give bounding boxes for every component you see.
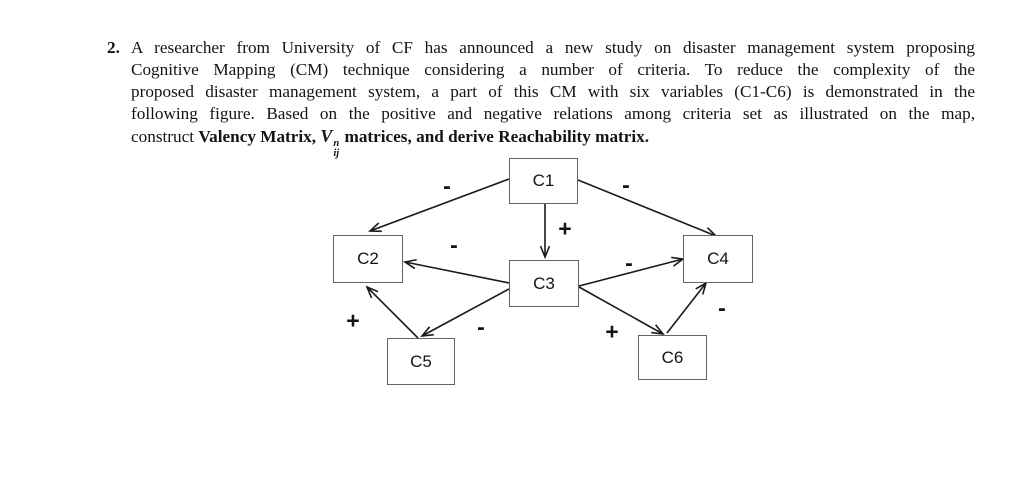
cognitive-map-figure: C1 C2 C3 C4 C5 C6 - - + - - + - + - (325, 152, 770, 398)
node-c6-label: C6 (661, 347, 684, 367)
node-c2-label: C2 (357, 249, 379, 268)
v-matrix-symbol: V (320, 126, 333, 146)
edge-sign-c3-c5: - (477, 313, 485, 340)
node-c4-label: C4 (707, 249, 729, 268)
edge-c3-c4 (578, 256, 686, 287)
edge-c3-c5 (420, 288, 510, 338)
problem-line-1: A researcher from University of CF has a… (131, 38, 975, 57)
edge-c1-c2 (368, 178, 510, 233)
node-c6: C6 (638, 335, 707, 380)
node-c3-label: C3 (533, 273, 555, 293)
problem-statement: 2. A researcher from University of CF ha… (107, 37, 975, 158)
node-c2: C2 (333, 235, 403, 283)
edge-sign-c3-c4: - (625, 249, 633, 276)
node-c5: C5 (387, 338, 455, 385)
edge-sign-c6-c4: - (718, 294, 726, 321)
node-c1-label: C1 (532, 171, 555, 190)
v-matrix-superscript: n (333, 138, 340, 149)
edge-c3-c2 (402, 258, 510, 284)
edge-sign-c3-c2: - (450, 231, 458, 258)
edge-sign-c1-c2: - (443, 172, 451, 199)
problem-text: A researcher from University of CF has a… (131, 37, 975, 158)
valency-matrix-text: Valency Matrix, (198, 127, 321, 146)
edge-c6-c4 (666, 281, 708, 334)
edge-sign-c1-c4: - (622, 171, 630, 198)
problem-number: 2. (107, 38, 120, 57)
problem-line-4: following figure. Based on the positive … (131, 104, 975, 123)
edge-sign-c5-c2: + (346, 307, 360, 334)
problem-line-3: proposed disaster management system, a p… (131, 82, 975, 101)
construct-text: construct (131, 127, 199, 146)
v-matrix-subscript: ij (333, 147, 340, 159)
node-c5-label: C5 (410, 351, 432, 371)
edge-sign-c3-c6: + (605, 318, 619, 345)
edge-c5-c2 (365, 285, 419, 339)
edge-c1-c4 (577, 179, 718, 237)
reachability-text: matrices, and derive Reachability matrix… (340, 127, 650, 146)
edge-c3-c6 (578, 286, 665, 336)
node-c3: C3 (509, 260, 579, 307)
problem-line-2: Cognitive Mapping (CM) technique conside… (131, 60, 975, 79)
node-c4: C4 (683, 235, 753, 283)
relations-svg (365, 178, 718, 339)
edge-sign-c1-c3: + (558, 215, 572, 242)
node-c1: C1 (509, 158, 578, 204)
